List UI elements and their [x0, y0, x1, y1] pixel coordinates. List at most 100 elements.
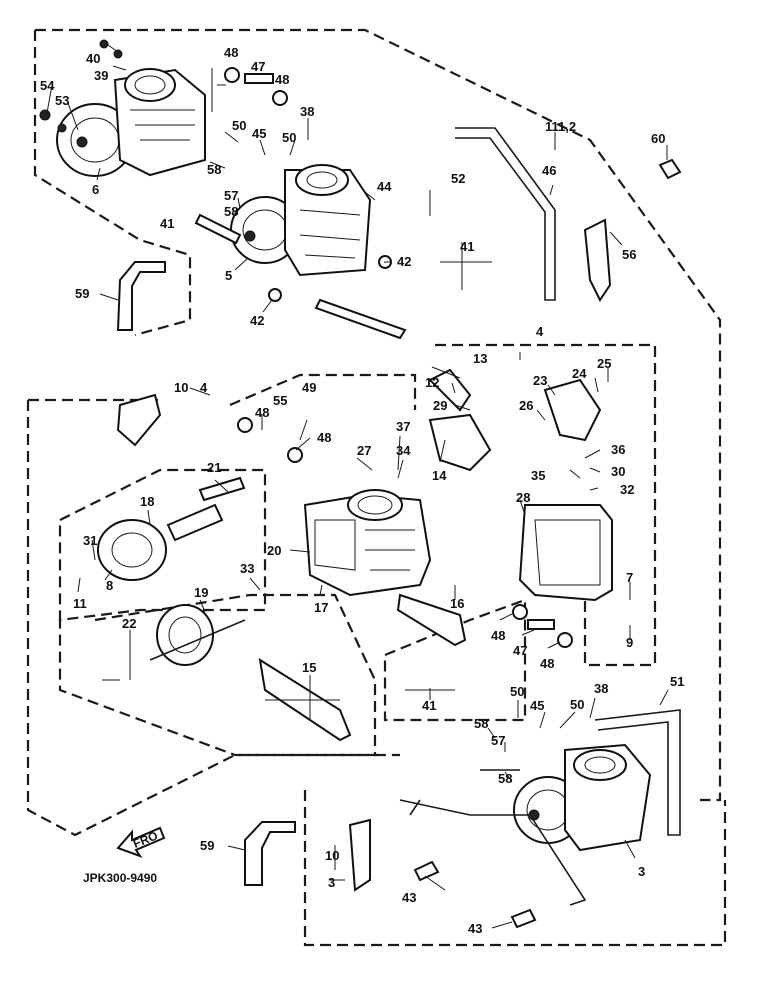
callout: 34 [396, 443, 411, 458]
carburetor-main [303, 489, 432, 597]
callout: 15 [302, 660, 316, 675]
callout: 10 [174, 380, 188, 395]
callout: 33 [240, 561, 254, 576]
callout: 55 [273, 393, 287, 408]
callout: 10 [325, 848, 339, 863]
callout: 25 [597, 356, 611, 371]
callout: 48 [540, 656, 554, 671]
callout: 49 [302, 380, 316, 395]
callout: 37 [396, 419, 410, 434]
callout: 9 [626, 635, 633, 650]
callout: 38 [594, 681, 608, 696]
callout: 59 [75, 286, 89, 301]
callout: 59 [200, 838, 214, 853]
callout: 20 [267, 543, 281, 558]
callout: 41 [422, 698, 436, 713]
callout: 53 [55, 93, 69, 108]
callout: 27 [357, 443, 371, 458]
carburetor-lower-right [513, 743, 652, 852]
callout: 21 [207, 460, 221, 475]
callout: 111,2 [545, 119, 576, 134]
callout: 50 [232, 118, 246, 133]
carburetor-top-middle [194, 164, 407, 340]
hoses-and-pipes [116, 127, 681, 886]
callout: 41 [160, 216, 174, 231]
callout: 8 [106, 578, 113, 593]
callout: 30 [611, 464, 625, 479]
callout: 45 [252, 126, 266, 141]
callout: 48 [275, 72, 289, 87]
callout: 40 [86, 51, 100, 66]
callout: 18 [140, 494, 154, 509]
callout: 12 [425, 375, 439, 390]
callout: 26 [519, 398, 533, 413]
callout: 3 [638, 864, 645, 879]
callout: 3 [328, 875, 335, 890]
boundary-right-lower [303, 790, 727, 947]
callout: 31 [83, 533, 97, 548]
callout: 43 [468, 921, 482, 936]
float-chamber [518, 504, 613, 602]
callout: 57 [491, 733, 505, 748]
front-arrow-icon: FRO [116, 826, 166, 858]
callout: 60 [651, 131, 665, 146]
callout: 46 [542, 163, 556, 178]
boundary-link [229, 373, 417, 410]
callout: 50 [282, 130, 296, 145]
callout: 35 [531, 468, 545, 483]
callout: 48 [255, 405, 269, 420]
small-parts [39, 39, 682, 929]
callout: 7 [626, 570, 633, 585]
callout: 17 [314, 600, 328, 615]
callout: 58 [224, 204, 238, 219]
callout: 42 [397, 254, 411, 269]
callout: 16 [450, 596, 464, 611]
callout: 4 [200, 380, 208, 395]
callout: 11 [73, 596, 87, 611]
callout: 19 [194, 585, 208, 600]
callout: 13 [473, 351, 487, 366]
callout: 54 [40, 78, 55, 93]
callout: 58 [207, 162, 221, 177]
boundary-needle [58, 593, 377, 757]
carburetor-top-left [56, 68, 206, 177]
callout: 4 [536, 324, 544, 339]
callout: 14 [432, 468, 447, 483]
callout: 32 [620, 482, 634, 497]
callout: 43 [402, 890, 416, 905]
callout: 47 [251, 59, 265, 74]
callout: 39 [94, 68, 108, 83]
callout: 44 [377, 179, 392, 194]
callout-labels: 40 39 54 53 6 48 47 48 50 45 50 38 58 57… [40, 45, 684, 936]
callout: 56 [622, 247, 636, 262]
callout: 52 [451, 171, 465, 186]
callout: 50 [570, 697, 584, 712]
callout: 51 [670, 674, 684, 689]
callout: 48 [224, 45, 238, 60]
callout: 47 [513, 643, 527, 658]
drawing-code: JPK300-9490 [83, 871, 157, 885]
callout: 57 [224, 188, 238, 203]
callout: 45 [530, 698, 544, 713]
boundary-upper-assembly [35, 28, 722, 802]
callout: 5 [225, 268, 232, 283]
callout: 28 [516, 490, 530, 505]
callout: 36 [611, 442, 625, 457]
callout: 38 [300, 104, 314, 119]
callout: 50 [510, 684, 524, 699]
callout: 42 [250, 313, 264, 328]
callout: 29 [433, 398, 447, 413]
callout: 48 [491, 628, 505, 643]
callout: 41 [460, 239, 474, 254]
boundary-upper-left [33, 30, 192, 337]
diaphragm-piston [149, 604, 246, 666]
front-arrow-label: FRO [131, 828, 160, 850]
leader-lines [46, 44, 669, 929]
callout: 58 [474, 716, 488, 731]
callout: 6 [92, 182, 99, 197]
callout: 23 [533, 373, 547, 388]
diaphragm-cover [97, 476, 246, 581]
callout: 58 [498, 771, 512, 786]
callout: 22 [122, 616, 136, 631]
